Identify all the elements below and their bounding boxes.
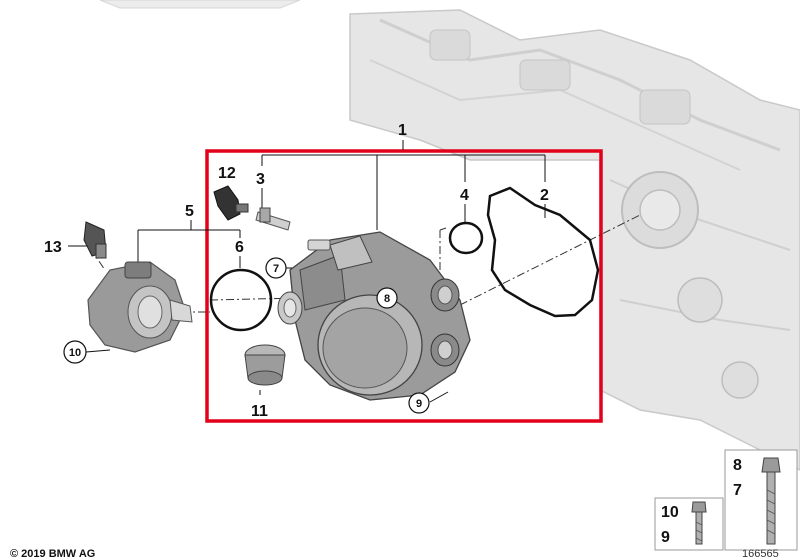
callout-labels: 1 2 3 4 5 6 11 12 13 [44, 122, 549, 420]
callout-4: 4 [460, 187, 469, 204]
water-pump-part-1 [277, 231, 471, 401]
thermostat-part [87, 261, 193, 353]
connector-part-11 [244, 344, 286, 386]
circled-callout-8: 8 [384, 293, 390, 305]
callout-11: 11 [251, 403, 268, 420]
fastener-inset: 8 7 10 9 [654, 449, 798, 551]
circled-callout-10: 10 [69, 347, 81, 359]
callout-5: 5 [185, 203, 194, 220]
callout-3: 3 [256, 171, 265, 188]
sensor-part-13 [83, 221, 107, 259]
callout-1: 1 [398, 122, 407, 139]
copyright-notice: © 2019 BMW AG [10, 548, 96, 560]
o-ring-part-6 [209, 268, 273, 332]
callout-6: 6 [235, 239, 244, 256]
o-ring-part-4 [448, 221, 484, 255]
engine-block-illustration [99, 0, 800, 471]
callout-12: 12 [218, 165, 236, 182]
inset-label-10: 10 [661, 504, 679, 521]
long-bolt-icon [761, 457, 781, 545]
bolt-part-3 [255, 207, 291, 231]
diagram-id: 166565 [742, 548, 779, 560]
inset-label-7: 7 [733, 482, 742, 499]
callout-13: 13 [44, 239, 62, 256]
inset-label-8: 8 [733, 457, 742, 474]
circled-callouts: 7 8 9 10 [63, 257, 430, 414]
sensor-part-12 [213, 185, 249, 221]
circled-callout-9: 9 [416, 398, 422, 410]
highlight-frame [205, 149, 603, 423]
callout-2: 2 [540, 187, 549, 204]
short-bolt-icon [691, 501, 707, 545]
gasket-part-2 [486, 186, 600, 318]
inset-label-9: 9 [661, 529, 670, 546]
circled-callout-7: 7 [273, 263, 279, 275]
